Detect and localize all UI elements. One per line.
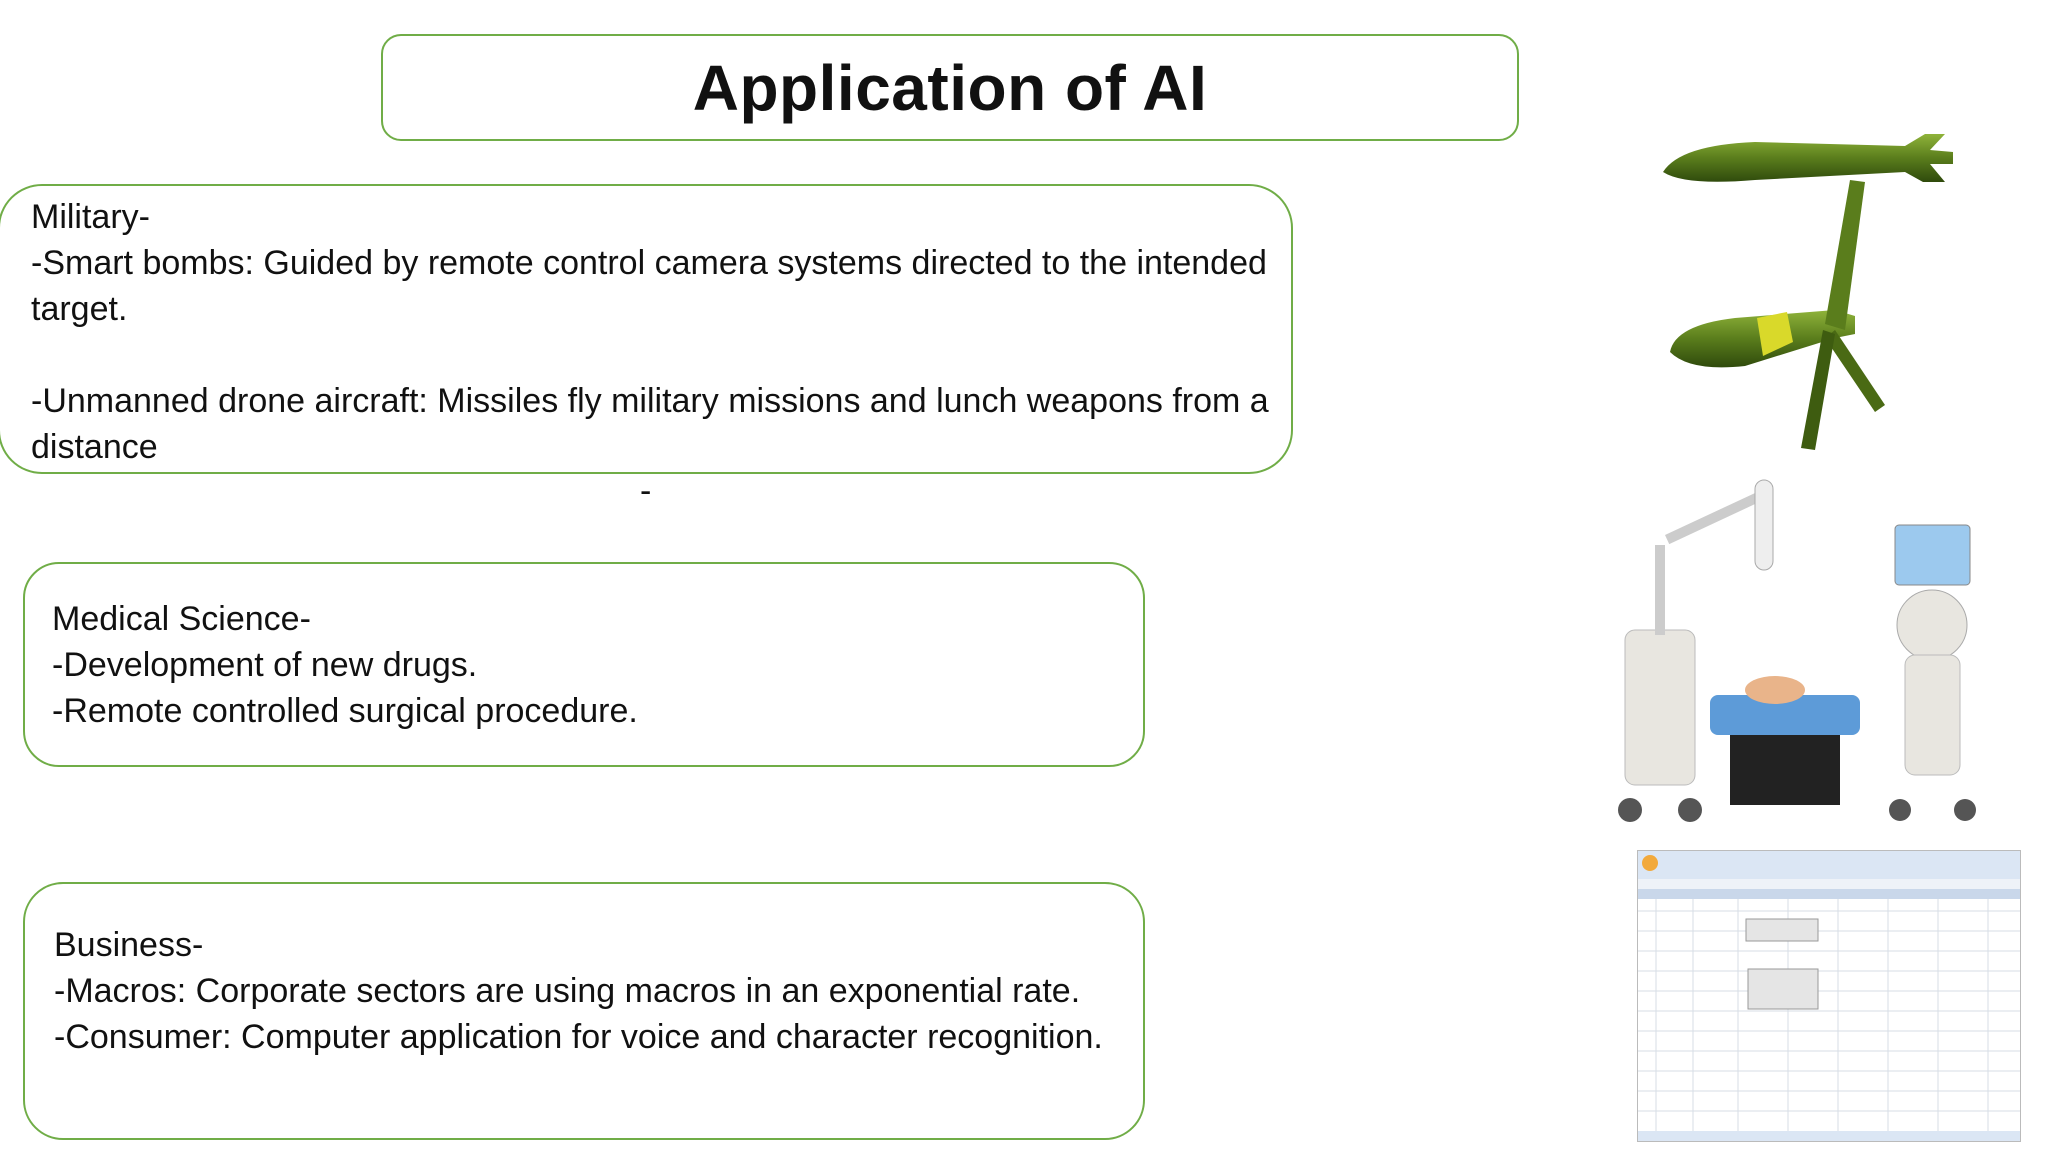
medical-line-1: -Development of new drugs. — [52, 646, 478, 684]
medical-heading: Medical Science- — [52, 600, 311, 638]
smart-bombs-image — [1663, 134, 1953, 450]
title-box: Application of AI — [381, 34, 1519, 141]
business-line-2: -Consumer: Computer application for voic… — [54, 1018, 1103, 1056]
surgical-robot-image — [1618, 479, 1976, 822]
military-heading: Military- — [31, 198, 150, 236]
business-box: Business- -Macros: Corporate sectors are… — [23, 882, 1145, 1140]
separator-dash: - — [640, 472, 652, 510]
spreadsheet-grid — [1638, 899, 2020, 1131]
medical-box: Medical Science- -Development of new dru… — [23, 562, 1145, 767]
robot-right-unit — [1889, 524, 1976, 821]
slide-title: Application of AI — [692, 51, 1208, 124]
robot-table — [1710, 676, 1860, 805]
military-line-1: -Smart bombs: Guided by remote control c… — [31, 244, 1277, 328]
robot-left-unit — [1618, 479, 1774, 822]
bomb-top — [1663, 134, 1953, 182]
medical-line-2: -Remote controlled surgical procedure. — [52, 692, 638, 730]
business-text: Business- -Macros: Corporate sectors are… — [54, 922, 1134, 1060]
military-line-2: -Unmanned drone aircraft: Missiles fly m… — [31, 382, 1279, 466]
business-line-1: -Macros: Corporate sectors are using mac… — [54, 972, 1081, 1010]
bomb-bottom — [1670, 180, 1885, 450]
military-box: Military- -Smart bombs: Guided by remote… — [0, 184, 1293, 474]
medical-text: Medical Science- -Development of new dru… — [52, 596, 638, 734]
excel-macros-image — [1637, 850, 2021, 1142]
military-text: Military- -Smart bombs: Guided by remote… — [31, 194, 1271, 470]
business-heading: Business- — [54, 926, 204, 964]
